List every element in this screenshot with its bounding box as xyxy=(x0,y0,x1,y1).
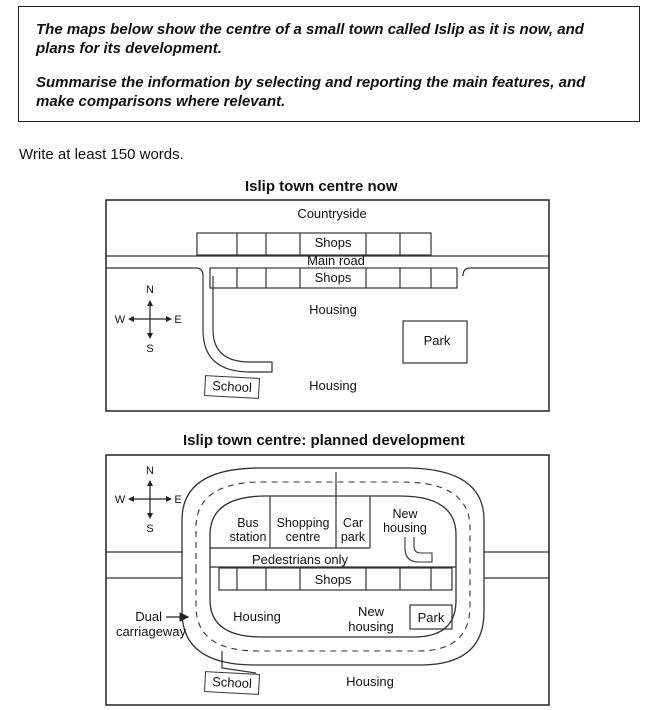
compass-planned-n: N xyxy=(146,465,154,477)
compass-now-w: W xyxy=(115,314,126,326)
shops-label-planned: Shops xyxy=(315,572,352,587)
compass-now xyxy=(128,300,172,339)
word-count-instruction: Write at least 150 words. xyxy=(19,146,184,163)
park-now xyxy=(402,320,468,364)
compass-planned-w: W xyxy=(115,494,126,506)
compass-planned-s: S xyxy=(146,523,153,535)
upper-blocks-planned xyxy=(210,472,371,549)
task-paragraph-1: The maps below show the centre of a smal… xyxy=(36,21,584,57)
school-box-planned xyxy=(203,671,261,695)
main-road-now xyxy=(106,255,549,277)
ring-road-inner xyxy=(209,495,457,638)
school-label-now: School xyxy=(212,378,253,395)
school-label-planned: School xyxy=(212,674,253,691)
shopping-centre-label-2: centre xyxy=(286,530,321,544)
map-planned-title: Islip town centre: planned development xyxy=(183,432,465,449)
park-label-now: Park xyxy=(424,333,451,348)
compass-now-s: S xyxy=(146,343,153,355)
compass-planned xyxy=(128,480,172,519)
shopping-centre-label-1: Shopping xyxy=(277,516,330,530)
map-now-frame xyxy=(105,199,550,412)
new-housing-south-label-1: New xyxy=(358,604,385,619)
map-planned-frame xyxy=(105,454,550,706)
compass-now-n: N xyxy=(146,284,154,296)
park-label-planned: Park xyxy=(418,610,445,625)
school-road-planned xyxy=(221,651,257,674)
ring-road-centre-line xyxy=(195,481,471,652)
bus-station-label-1: Bus xyxy=(237,516,259,530)
shops-south-now xyxy=(209,267,458,289)
dual-carriageway-label-1: Dual xyxy=(135,609,162,624)
shops-north-label: Shops xyxy=(315,235,352,250)
countryside-label: Countryside xyxy=(297,206,366,221)
map-planned: Bus station Shopping centre Car park New… xyxy=(105,454,550,706)
housing-north-label: Housing xyxy=(309,302,357,317)
compass-planned-e: E xyxy=(174,494,181,506)
new-housing-north-label-1: New xyxy=(392,507,418,521)
east-west-road-planned xyxy=(106,551,549,579)
ring-road-outer xyxy=(181,467,485,666)
map-now-title: Islip town centre now xyxy=(245,178,398,195)
school-box-now xyxy=(203,375,261,399)
map-now: Countryside Shops Main road Shops Housin… xyxy=(105,199,550,412)
new-housing-north-label-2: housing xyxy=(383,521,427,535)
shops-south-label: Shops xyxy=(315,270,352,285)
school-road-now xyxy=(202,276,273,373)
housing-south-label-planned: Housing xyxy=(346,674,394,689)
housing-south-label: Housing xyxy=(309,378,357,393)
new-housing-lane xyxy=(404,537,433,563)
new-housing-south-label-2: housing xyxy=(348,619,394,634)
main-road-label: Main road xyxy=(307,253,365,268)
task-prompt-box xyxy=(18,6,640,122)
park-planned xyxy=(409,604,453,630)
task-paragraph-2: Summarise the information by selecting a… xyxy=(36,74,586,110)
housing-west-label: Housing xyxy=(233,609,281,624)
compass-now-e: E xyxy=(174,314,181,326)
dual-carriageway-label-2: carriageway xyxy=(116,624,187,639)
shops-north-now xyxy=(196,232,432,256)
shops-row-planned xyxy=(210,566,456,591)
pedestrians-only-label: Pedestrians only xyxy=(252,552,349,567)
bus-station-label-2: station xyxy=(230,530,267,544)
car-park-label-1: Car xyxy=(343,516,363,530)
car-park-label-2: park xyxy=(341,530,366,544)
